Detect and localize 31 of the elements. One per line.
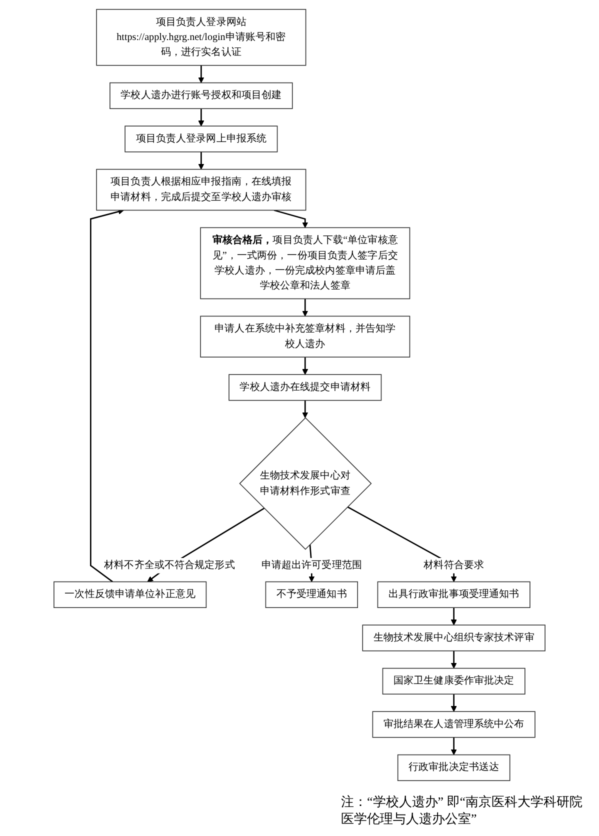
node-box: 国家卫生健康委作审批决定	[382, 668, 526, 695]
arrow	[302, 298, 308, 316]
node-box: 不予受理通知书	[265, 581, 358, 608]
node-box: 审核合格后，项目负责人下载“单位审核意见”，一式两份，一份项目负责人签字后交学校人遗办，一份完成校内签章申请后盖学校公章和法人签章	[200, 227, 410, 300]
node-box: 申请人在系统中补充签章材料，并告知学校人遗办	[200, 316, 410, 358]
node-box: 学校人遗办在线提交申请材料	[228, 374, 382, 401]
arrow	[198, 152, 204, 170]
node-diamond: 生物技术发展中心对申请材料作形式审查	[239, 417, 372, 550]
arrow	[274, 210, 308, 228]
arrow	[450, 608, 457, 626]
node-box: 项目负责人登录网站https://apply.hgrg.net/login申请账号和密码，进行实名认证	[96, 8, 306, 66]
arrow	[90, 208, 124, 582]
node-box: 学校人遗办进行账号授权和项目创建	[110, 82, 293, 110]
edge-label: 材料不齐全或不符合规定形式	[104, 560, 235, 571]
edge-label: 申请超出许可受理范围	[261, 560, 362, 571]
arrow	[302, 357, 308, 375]
arrow	[302, 400, 308, 418]
arrow	[450, 737, 457, 756]
node-box: 行政审批决定书送达	[397, 754, 510, 782]
node-box: 一次性反馈申请单位补正意见	[54, 581, 207, 608]
arrow	[450, 650, 457, 669]
node-box: 审批结果在人遗管理系统中公布	[372, 711, 536, 738]
arrow	[198, 65, 204, 84]
node-box: 出具行政审批事项受理通知书	[377, 581, 530, 608]
node-box: 项目负责人登录网上申报系统	[124, 126, 278, 152]
node-box: 项目负责人根据相应申报指南，在线填报申请材料，完成后提交至学校人遗办审核	[96, 168, 306, 211]
edge-label: 材料符合要求	[424, 560, 484, 571]
arrow	[198, 108, 204, 126]
footnote: 注：“学校人遗办” 即“南京医科大学科研院医学伦理与人遗办公室”	[341, 792, 584, 828]
node-box: 生物技术发展中心组织专家技术评审	[362, 624, 546, 652]
arrow	[450, 694, 457, 712]
